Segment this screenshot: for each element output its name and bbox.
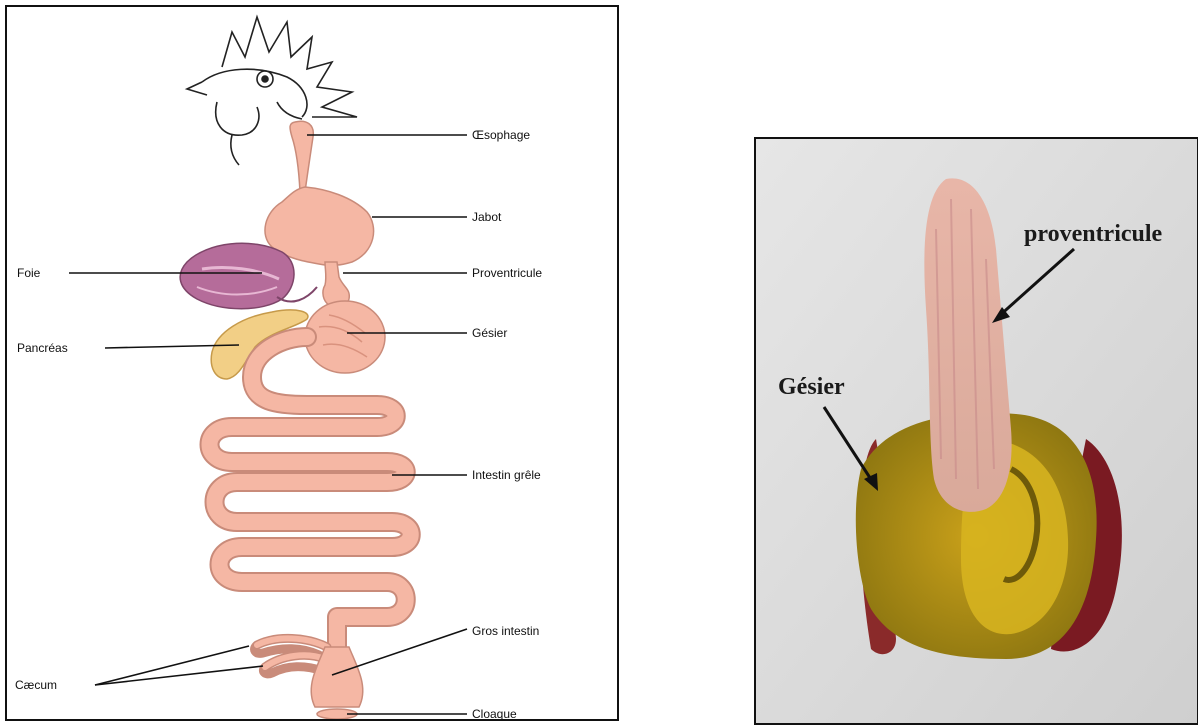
label-oesophage: Œsophage [472,128,530,142]
label-intestin-grele: Intestin grêle [472,468,541,482]
label-cloaque: Cloaque [472,707,517,719]
oesophage-organ [290,121,313,192]
label-caecum: Cæcum [15,678,57,692]
label-gesier: Gésier [472,326,507,340]
photo-label-proventricule: proventricule [1024,221,1163,247]
label-proventricule: Proventricule [472,266,542,280]
label-foie: Foie [17,266,41,280]
label-pancreas: Pancréas [17,341,68,355]
dissection-photo: proventricule Gésier [754,137,1198,725]
diagram-canvas: Œsophage Jabot Proventricule Foie Gésier… [7,7,617,719]
rooster-head-drawing [187,17,357,165]
label-gros-intestin: Gros intestin [472,624,539,638]
digestive-tract-diagram: Œsophage Jabot Proventricule Foie Gésier… [5,5,619,721]
caecum-leader-1 [95,646,249,685]
photo-canvas: proventricule Gésier [756,139,1197,723]
gros-intestin-leader [332,629,467,675]
caecum-leader-2 [95,666,263,685]
photo-label-gesier: Gésier [778,374,845,400]
proventricule-organ [323,262,349,307]
label-jabot: Jabot [472,210,502,224]
intestin-grele-organ [210,337,411,647]
